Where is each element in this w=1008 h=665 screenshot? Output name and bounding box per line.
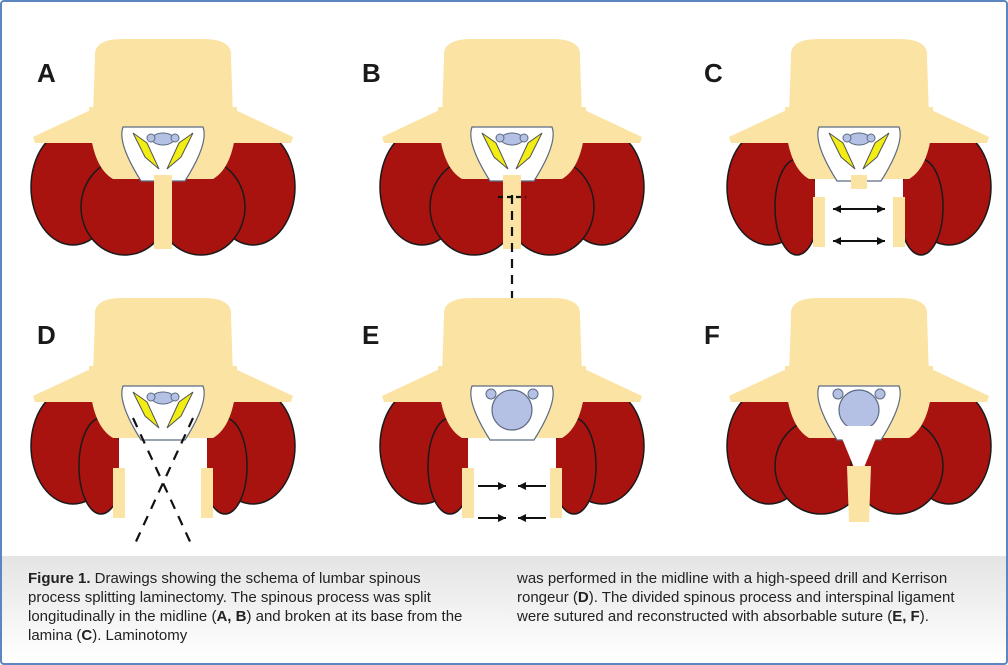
dural-sac: [492, 390, 532, 430]
vertebral-body: [789, 298, 929, 376]
nerve-root-right: [867, 134, 875, 142]
nerve-root-right: [875, 389, 885, 399]
spinous-half-left: [113, 468, 125, 518]
spinous-half-right: [893, 197, 905, 247]
panel-d: D: [31, 298, 295, 548]
nerve-root-right: [171, 134, 179, 142]
panel-label: B: [362, 58, 381, 88]
caption-text-run: E, F: [892, 608, 920, 625]
vertebral-body: [789, 39, 929, 117]
panel-a: A: [31, 39, 295, 255]
panel-label: F: [704, 320, 720, 350]
caption-text-run: C: [81, 627, 92, 644]
spinous-process-reconstructed: [847, 466, 871, 522]
panel-label: D: [37, 320, 56, 350]
figure-illustration: A B C D E F: [0, 0, 1008, 560]
nerve-root-left: [496, 134, 504, 142]
vertebral-body: [93, 39, 233, 117]
spinous-half-right: [201, 468, 213, 518]
panel-label: C: [704, 58, 723, 88]
panel-e: E: [362, 298, 644, 522]
nerve-root-right: [520, 134, 528, 142]
vertebral-body: [442, 39, 582, 117]
dural-sac: [839, 390, 879, 430]
spinous-process: [154, 175, 172, 249]
spinous-process-base: [851, 175, 867, 189]
nerve-root-left: [486, 389, 496, 399]
caption-column-2: was performed in the midline with a high…: [503, 569, 978, 645]
panel-c: C: [704, 39, 991, 257]
nerve-root-left: [833, 389, 843, 399]
nerve-root-left: [147, 134, 155, 142]
panel-label: A: [37, 58, 56, 88]
spinous-half-left: [462, 468, 474, 518]
vertebral-body: [93, 298, 233, 376]
caption-text-run: D: [578, 589, 589, 606]
caption-figure-label: Figure 1.: [28, 570, 91, 587]
nerve-root-right: [528, 389, 538, 399]
panel-label: E: [362, 320, 379, 350]
figure-caption: Figure 1. Drawings showing the schema of…: [28, 569, 978, 645]
nerve-root-right: [171, 393, 179, 401]
nerve-root-left: [147, 393, 155, 401]
panel-b: B: [362, 39, 644, 309]
panel-f: F: [704, 298, 991, 522]
nerve-root-left: [843, 134, 851, 142]
spinous-half-right: [550, 468, 562, 518]
spinous-half-left: [813, 197, 825, 247]
vertebral-body: [442, 298, 582, 376]
caption-column-1: Figure 1. Drawings showing the schema of…: [28, 569, 503, 645]
caption-text-run: A, B: [216, 608, 246, 625]
caption-text-run: ).: [920, 608, 929, 625]
caption-text-run: ). Laminotomy: [92, 627, 187, 644]
